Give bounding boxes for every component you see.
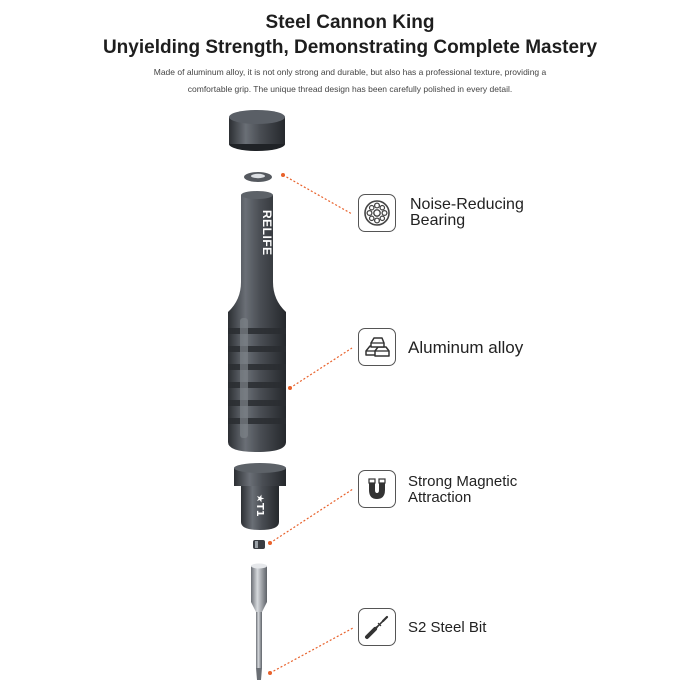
feature-label-line: Attraction	[408, 489, 472, 506]
callout-lines	[269, 174, 354, 674]
description-line-2: comfortable grip. The unique thread desi…	[187, 84, 513, 94]
description-line-1: Made of aluminum alloy, it is not only s…	[153, 67, 547, 77]
screwdriver-icon	[365, 615, 389, 639]
feature-label-bit: S2 Steel Bit	[408, 620, 486, 636]
subheadline: Unyielding Strength, Demonstrating Compl…	[102, 37, 598, 58]
bearing-part	[244, 172, 272, 182]
feature-label-bearing: Noise-Reducing Bearing	[410, 197, 524, 229]
handle	[228, 191, 286, 452]
end-cap	[229, 110, 285, 151]
magnet-icon-box	[358, 470, 396, 508]
bit-holder	[234, 463, 286, 530]
feature-label-line: Noise-Reducing	[410, 196, 524, 213]
screwdriver-icon-box	[358, 608, 396, 646]
feature-label-aluminum: Aluminum alloy	[408, 338, 524, 357]
bit-size-label: ★T1	[254, 494, 265, 517]
headline: Steel Cannon King	[265, 12, 435, 33]
feature-label-line: Bearing	[410, 212, 466, 229]
description: Made of aluminum alloy, it is not only s…	[110, 64, 590, 98]
metal-ingot-icon-box	[358, 328, 396, 366]
brand-logo: RELIFE	[260, 210, 274, 256]
feature-label-line: S2 Steel Bit	[408, 619, 487, 636]
bearing-icon-box	[358, 194, 396, 232]
metal-ingot-icon	[365, 337, 390, 357]
magnet-part	[253, 540, 265, 549]
feature-label-magnet: Strong Magnetic Attraction	[408, 474, 517, 506]
feature-label-line: Strong Magnetic	[408, 473, 518, 490]
magnet-icon	[368, 478, 386, 499]
callout-dots	[268, 173, 292, 675]
bearing-icon	[364, 200, 390, 226]
steel-bit	[251, 563, 267, 680]
feature-label-line: Aluminum alloy	[408, 338, 524, 357]
